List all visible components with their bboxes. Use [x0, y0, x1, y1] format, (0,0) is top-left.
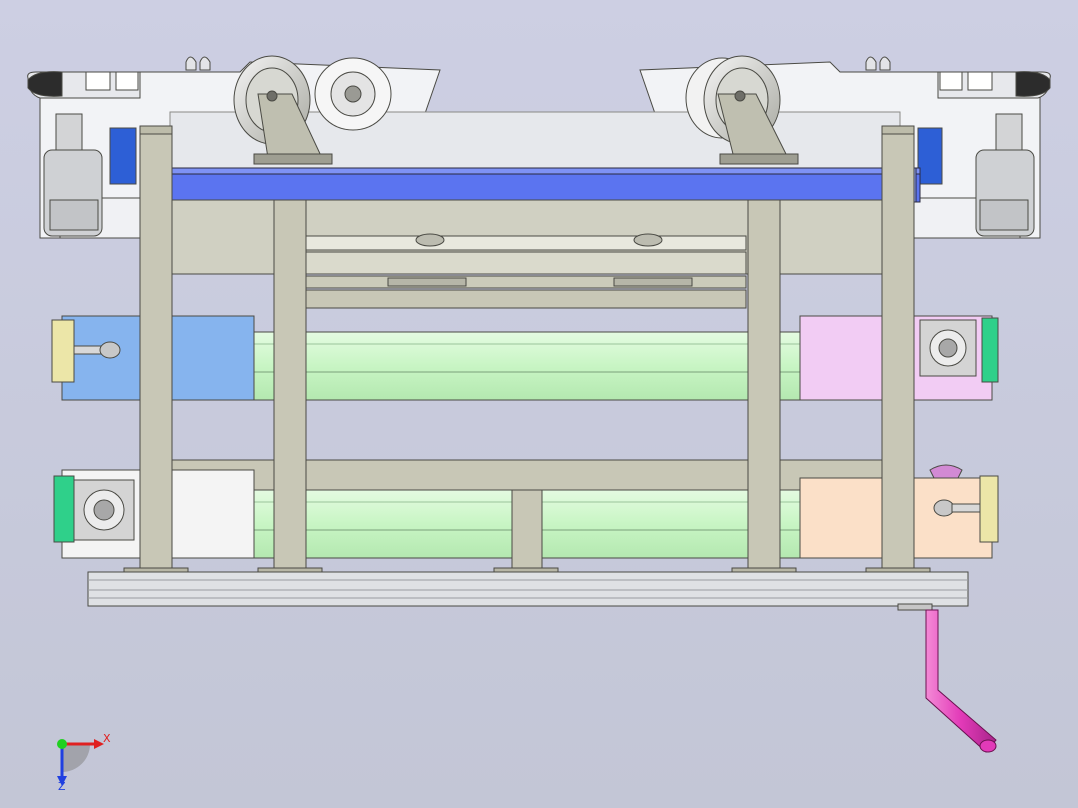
- upper-roller: [251, 331, 813, 401]
- right-caster-wheel[interactable]: [685, 55, 799, 165]
- upper-roller-assembly[interactable]: [51, 315, 999, 401]
- lower-roller-assembly[interactable]: [53, 459, 999, 569]
- right-drive-motor[interactable]: [917, 113, 1035, 237]
- axis-triad-icon: X Z: [57, 732, 111, 793]
- left-drive-motor[interactable]: [43, 113, 137, 237]
- base-rail[interactable]: [87, 571, 969, 611]
- frame-column-outer-left: [139, 125, 173, 573]
- x-axis-label: X: [103, 732, 111, 745]
- crank-handle-icon[interactable]: [925, 609, 997, 753]
- frame-column-inner-left: [273, 199, 307, 573]
- frame-column-outer-right: [881, 125, 915, 573]
- top-cross-beam[interactable]: [139, 167, 921, 203]
- frame-column-inner-right: [747, 199, 781, 573]
- steel-frame[interactable]: [123, 125, 931, 575]
- z-axis-label: Z: [58, 780, 66, 793]
- left-caster-wheel[interactable]: [233, 55, 392, 165]
